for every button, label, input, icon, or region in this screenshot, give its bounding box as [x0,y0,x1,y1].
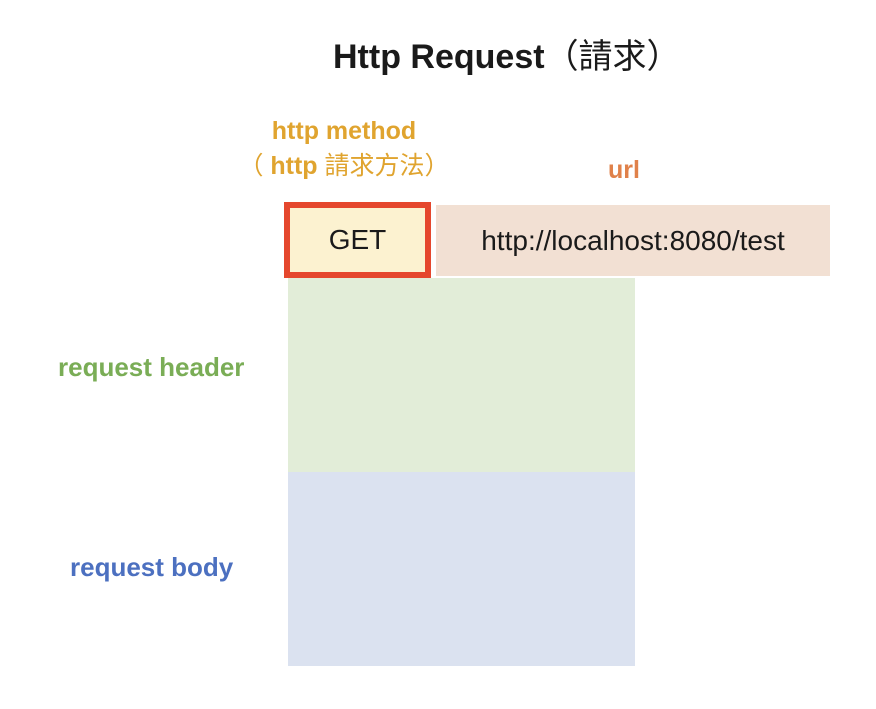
url-box: http://localhost:8080/test [436,205,830,276]
method-label: http method （ http 請求方法） [213,114,475,184]
request-body-label: request body [70,552,234,582]
page-title: Http Request（請求） [333,36,681,79]
request-header-label: request header [58,352,245,382]
method-label-line2-open-paren: （ [238,152,271,180]
page-title-annotation: （請求） [544,38,681,76]
request-header-box [288,278,635,472]
method-label-line2: （ http 請求方法） [213,149,475,184]
method-label-line1: http method [271,117,417,145]
method-label-line2-http: http [270,152,318,180]
page-title-main: Http Request [333,38,545,76]
method-value: GET [328,224,387,255]
method-label-line2-chinese: 請求方法） [317,152,450,180]
url-label: url [608,156,640,184]
request-body-box [288,472,635,666]
url-value: http://localhost:8080/test [481,224,785,256]
method-box: GET [284,202,431,278]
